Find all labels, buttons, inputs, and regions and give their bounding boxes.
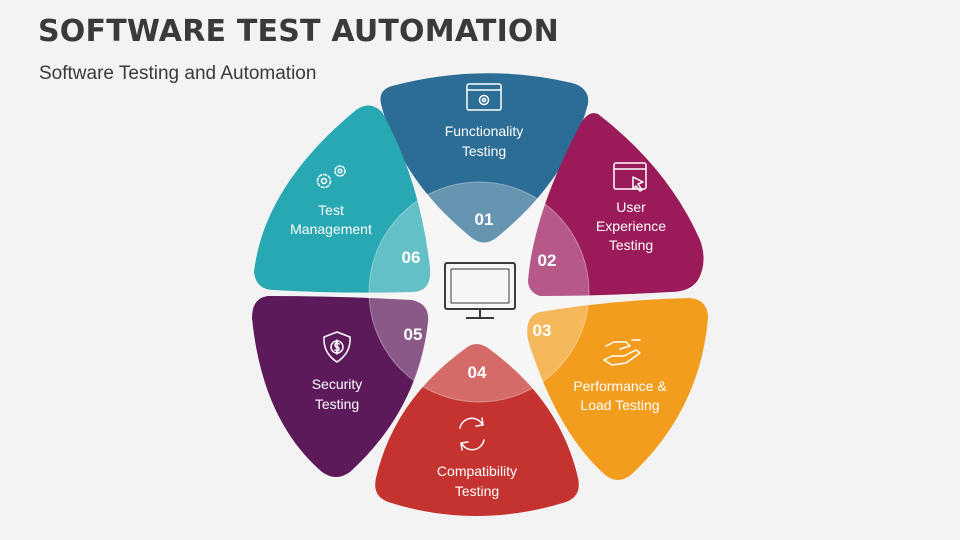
segment-05-shape [252,296,429,477]
segment-04-shape [375,344,579,516]
segment-05-label-line1: Security [312,376,363,392]
page-title: SOFTWARE TEST AUTOMATION [38,14,559,49]
handshake-icon [603,339,641,366]
segment-01-label-line2: Testing [462,143,506,159]
segment-02-label-line3: Testing [609,237,653,253]
page-subtitle: Software Testing and Automation [39,63,317,84]
settings-window-icon [466,83,502,111]
segment-01-shape [380,73,589,243]
segment-04-label-line2: Testing [455,483,499,499]
cursor-window-icon [613,162,647,192]
segment-03-shape [527,298,708,480]
segment-03-label-line2: Load Testing [580,397,659,413]
segment-01-label-line1: Functionality [445,123,524,139]
segment-performance-load-testing[interactable]: Performance & Load Testing [527,298,708,480]
refresh-icon [459,417,485,451]
monitor-icon [444,262,516,319]
segment-06-number: 06 [402,248,421,267]
shield-dollar-icon [323,331,351,363]
segment-04-label-line1: Compatibility [437,463,517,479]
segment-user-experience-testing[interactable]: User Experience Testing [528,113,704,296]
segment-security-testing[interactable]: Security Testing [252,296,429,477]
center-disc [368,181,590,403]
segment-02-label-line2: Experience [596,218,666,234]
segment-02-number: 02 [538,251,557,270]
segment-test-management[interactable]: Test Management [254,105,431,293]
gears-icon [316,165,346,189]
segment-02-label-line1: User [616,199,646,215]
segment-01-number: 01 [475,210,494,229]
segment-05-number: 05 [404,325,423,344]
segment-05-label-line2: Testing [315,396,359,412]
segment-04-number: 04 [468,363,487,382]
segment-06-shape [254,105,431,293]
segment-06-label-line1: Test [318,202,344,218]
segment-compatibility-testing[interactable]: Compatibility Testing [375,344,579,516]
segment-functionality-testing[interactable]: Functionality Testing [380,73,589,243]
segment-03-label-line1: Performance & [573,378,667,394]
segment-02-shape [528,113,704,296]
segment-03-number: 03 [533,321,552,340]
segment-06-label-line2: Management [290,221,372,237]
